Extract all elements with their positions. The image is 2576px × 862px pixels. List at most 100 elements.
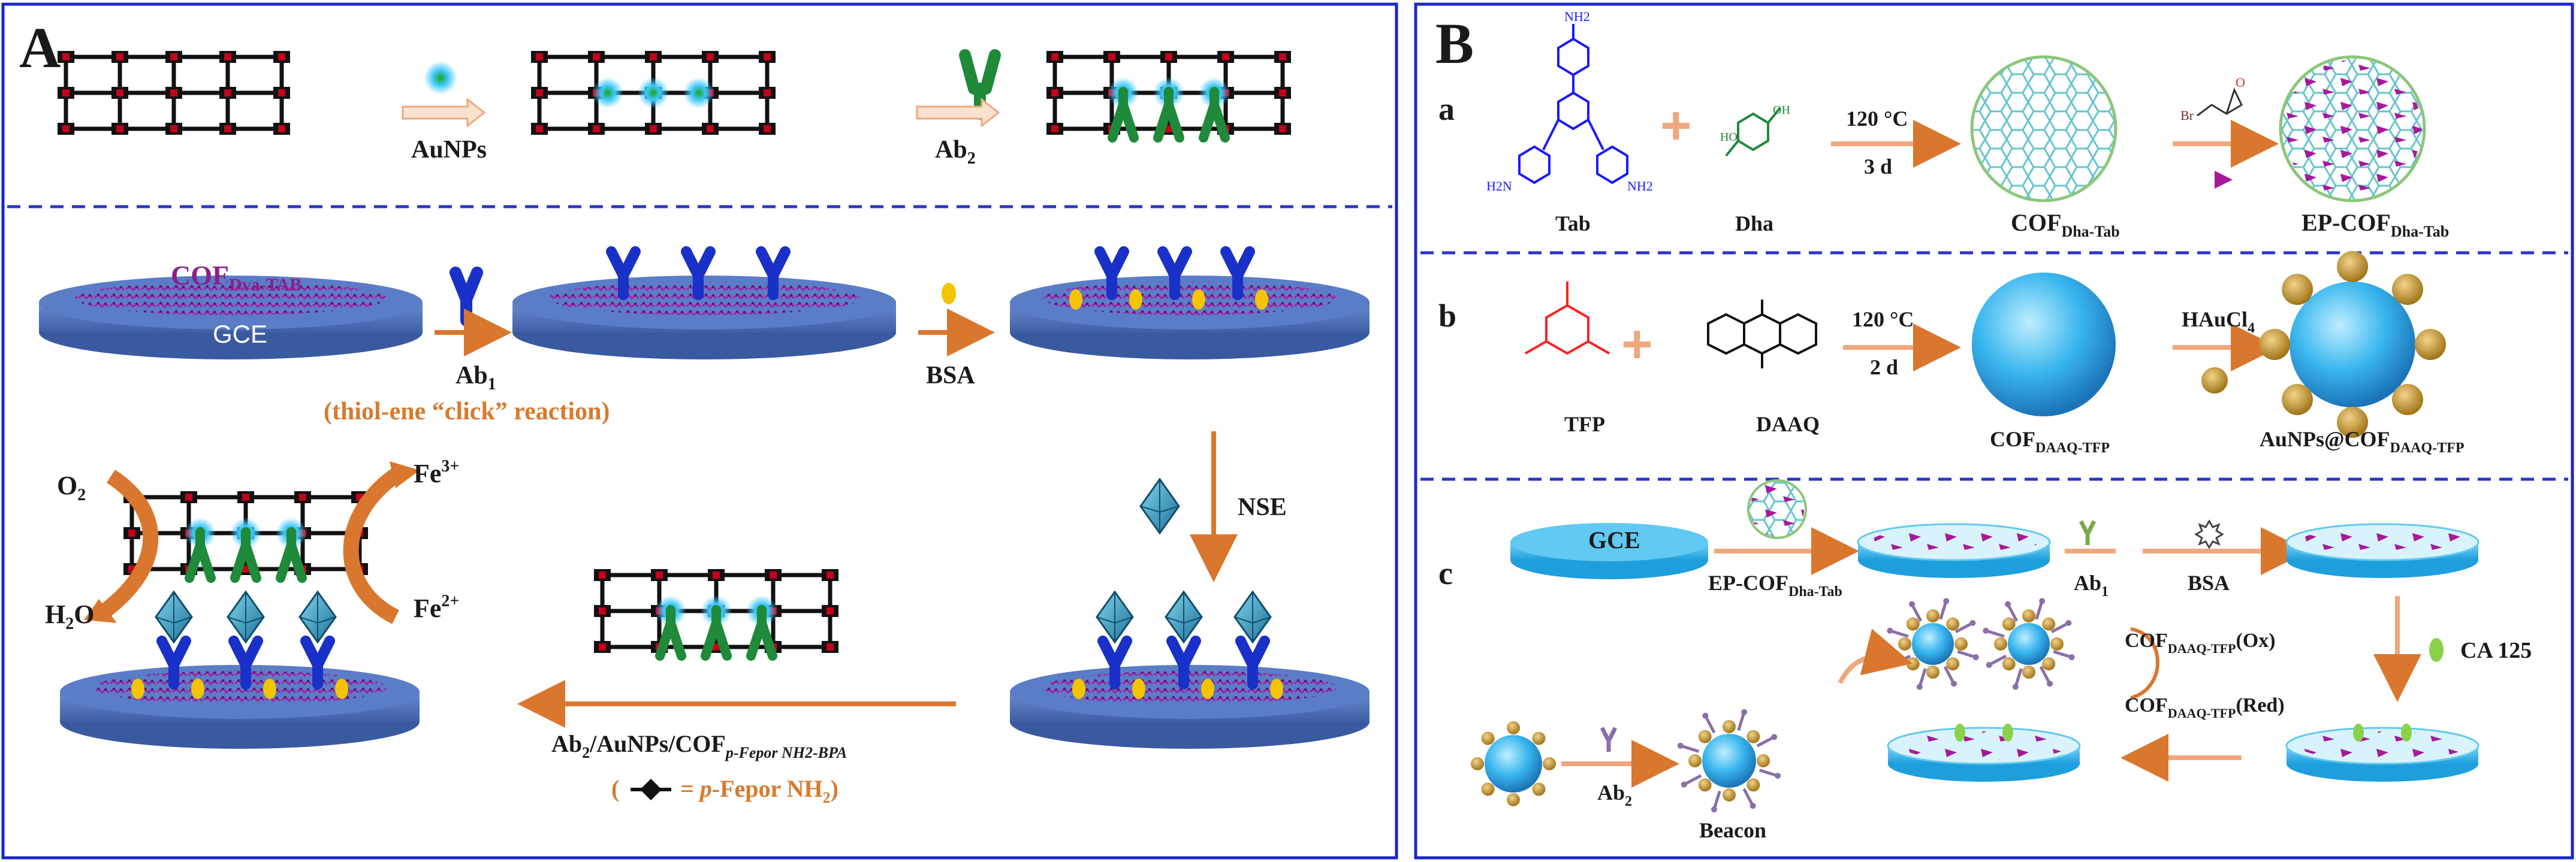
o-label: O	[2236, 75, 2245, 90]
row-c-tag: c	[1438, 555, 1453, 591]
ab2-tip	[1677, 742, 1684, 749]
gold-np	[1698, 730, 1712, 743]
dha-label: Dha	[1735, 211, 1773, 235]
gold-np	[1532, 782, 1546, 796]
gold-np	[1757, 754, 1770, 767]
ab2	[1756, 736, 1775, 748]
bsa	[1270, 679, 1283, 699]
gold-np	[2282, 383, 2313, 415]
network-node-core	[650, 125, 657, 132]
electrode-coating	[1900, 731, 2068, 760]
gold-np	[2391, 383, 2423, 415]
nh2-label: NH2	[1564, 9, 1590, 24]
beacon-label: Beacon	[1699, 818, 1766, 842]
network-node-core	[707, 53, 714, 61]
nh2-label: NH2	[1627, 179, 1653, 193]
gold-np	[2337, 407, 2368, 438]
epichlorohydrin	[2197, 87, 2243, 117]
ab2	[1957, 650, 1977, 659]
ab2-tip	[1681, 781, 1687, 788]
gold-np	[1747, 730, 1760, 743]
gold-np	[1946, 657, 1960, 671]
bsa-c-label: BSA	[2188, 571, 2230, 595]
network-node-core	[536, 125, 543, 132]
gold-np	[1471, 757, 1484, 770]
cof-dha-tab-sphere	[1970, 55, 2117, 202]
aunps-label: AuNPs	[411, 136, 487, 164]
cof-network	[58, 51, 290, 135]
cond-temp: 120 °C	[1846, 107, 1908, 131]
ab2-tip	[2005, 601, 2011, 607]
tfp-label: TFP	[1564, 412, 1605, 436]
gold-np	[1543, 757, 1556, 770]
cof-sphere	[2008, 623, 2050, 665]
aunps-cof-small	[1471, 721, 1556, 806]
beacon	[1677, 709, 1781, 813]
network-node-core	[1051, 125, 1058, 132]
nse	[227, 590, 265, 644]
ab2-tip	[1775, 773, 1781, 779]
network-node-core	[242, 494, 249, 501]
network-node-core	[1279, 89, 1286, 96]
triangle-icon	[2215, 171, 2233, 189]
network-node-core	[827, 643, 834, 651]
gold-np	[2259, 329, 2290, 360]
network-node-core	[536, 53, 543, 61]
daaq-label: DAAQ	[1756, 412, 1820, 436]
antibody	[746, 607, 777, 661]
ab2-tip	[2012, 683, 2019, 690]
gce-c-label: GCE	[1588, 527, 1640, 554]
nse	[1096, 590, 1134, 644]
network-node-core	[599, 643, 606, 651]
gold-np	[1946, 617, 1960, 631]
cof-daaq-sphere	[1972, 273, 2116, 416]
network-node-core	[62, 125, 70, 132]
ab2-tip	[1702, 712, 1709, 719]
network-node-core	[713, 571, 720, 579]
ab1-row	[606, 246, 791, 300]
nse	[298, 590, 337, 644]
ab1-label: Ab1	[456, 362, 496, 394]
network-node-core	[185, 494, 192, 501]
network-node-core	[593, 125, 600, 132]
nse	[1165, 590, 1203, 644]
ab2	[1939, 600, 1948, 620]
fe2-label: Fe2+	[414, 592, 459, 623]
gold-np	[1906, 617, 1920, 631]
network-node-core	[1222, 53, 1229, 61]
ca125-icon	[2429, 638, 2444, 662]
row-a-tag: a	[1438, 91, 1455, 127]
network-node-core	[1051, 89, 1058, 96]
nse-icon	[1139, 477, 1180, 535]
ab2	[2053, 650, 2073, 659]
ab1-mini-icon	[2079, 520, 2097, 545]
network-node-core	[1165, 53, 1172, 61]
ab2	[1742, 788, 1754, 807]
electrode-with-nse	[1010, 665, 1370, 749]
gold-np	[1507, 793, 1520, 806]
ab2-tip	[1983, 627, 1989, 634]
network-node-core	[62, 53, 70, 61]
network-node-core	[278, 125, 285, 132]
ab2	[1758, 769, 1778, 778]
network-node-core	[707, 125, 714, 132]
ep-cof-c-label: EP-COFDha-Tab	[1708, 571, 1842, 600]
aunp	[683, 77, 714, 108]
network-node-core	[62, 89, 70, 96]
bsa	[1255, 289, 1268, 310]
ab2-tip	[1711, 806, 1717, 813]
gold-np	[1906, 657, 1920, 671]
network-node-core	[599, 607, 606, 615]
cond-temp: 120 °C	[1852, 307, 1914, 331]
gold-np	[1688, 754, 1702, 767]
bsa-mini-icon	[2194, 519, 2224, 549]
network-node-core	[299, 494, 306, 501]
antibody-icon	[959, 49, 1001, 120]
h2o-label: H2O	[45, 600, 94, 633]
gold-np	[2002, 617, 2016, 631]
cof-network-with-antibodies	[1046, 51, 1291, 143]
click-reaction-label: (thiol-ene “click” reaction)	[324, 398, 610, 425]
plus-sign: +	[1660, 96, 1692, 156]
nse	[1233, 590, 1272, 644]
electrode-coating	[2299, 528, 2466, 556]
